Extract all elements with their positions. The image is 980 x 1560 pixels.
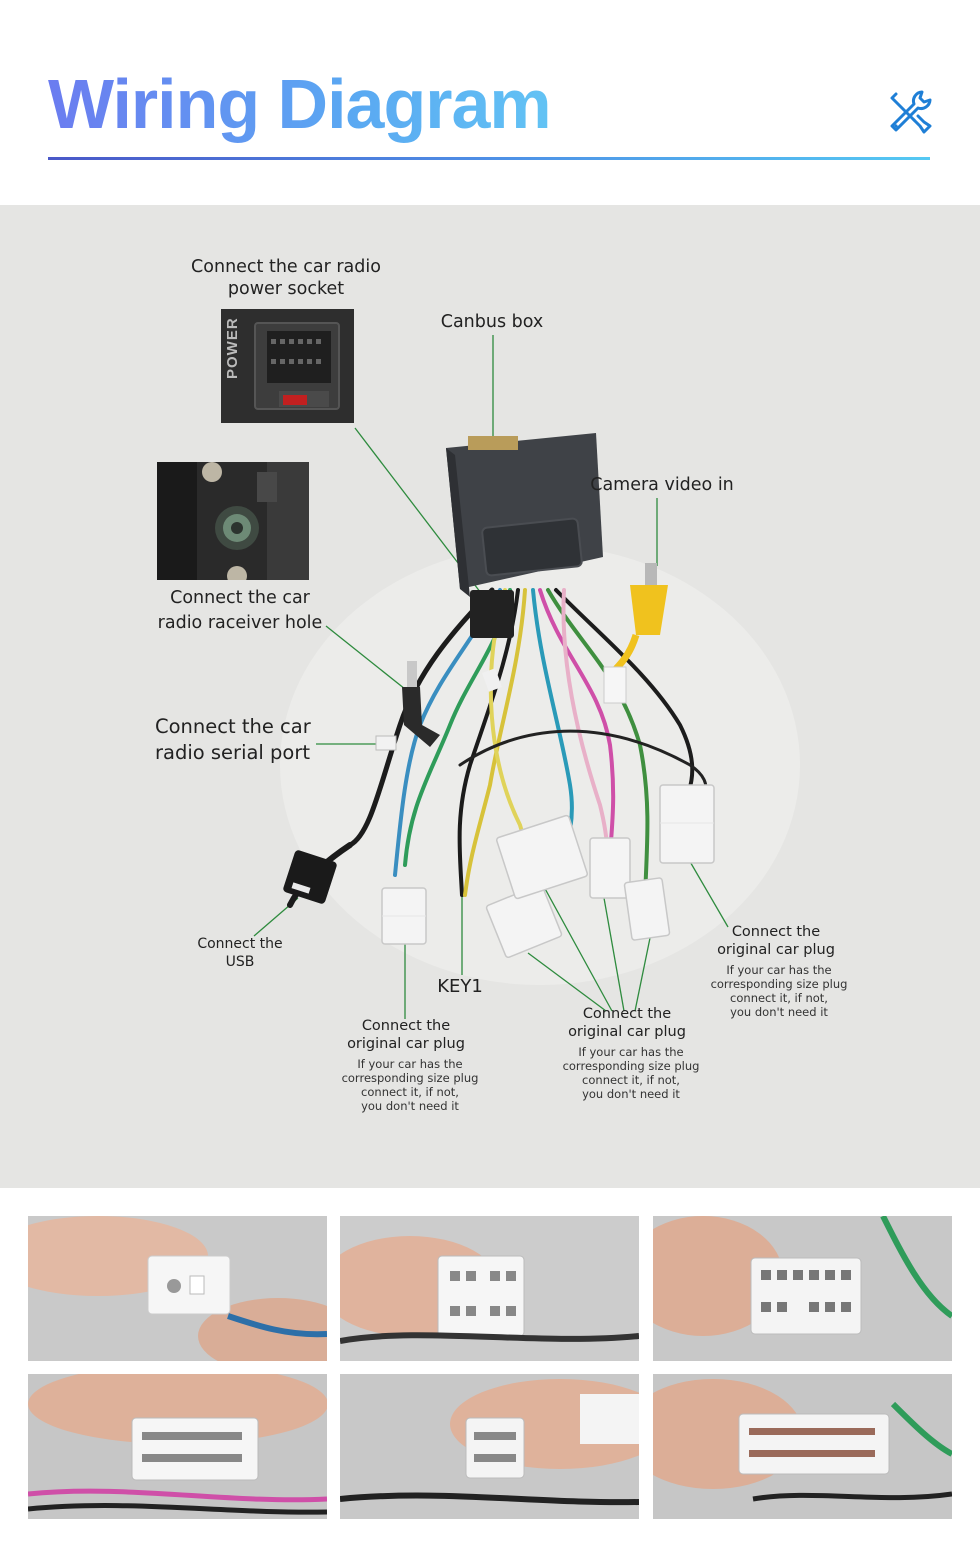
plug-right-note: If your car has the corresponding size p… bbox=[710, 963, 848, 1020]
key1-label: KEY1 bbox=[437, 976, 483, 997]
plug-left-title: Connect the original car plug bbox=[347, 1018, 465, 1053]
small-2-pin-plug-photo bbox=[28, 1216, 327, 1361]
receiver-hole-label: Connect the car radio raceiver hole bbox=[157, 588, 323, 633]
plug-mid-title: Connect the original car plug bbox=[568, 1006, 686, 1041]
plug-right-title: Connect the original car plug bbox=[717, 924, 835, 959]
receiver-hole-photo bbox=[157, 462, 309, 580]
serial-plug-shape bbox=[375, 735, 397, 751]
16-pin-connector-shape bbox=[470, 590, 514, 638]
power-socket-label: Connect the car radio power socket bbox=[191, 257, 381, 299]
tools-icon bbox=[890, 90, 932, 134]
title-underline bbox=[48, 157, 930, 160]
wiring-harness bbox=[253, 335, 800, 1019]
white-plugs bbox=[381, 784, 715, 959]
camera-video-label: Camera video in bbox=[590, 475, 734, 495]
header: Wiring Diagram bbox=[0, 0, 980, 205]
connector-photo-gallery bbox=[0, 1188, 980, 1560]
16-pin-plug-photo bbox=[653, 1216, 952, 1361]
large-24-pin-plug-photo bbox=[653, 1374, 952, 1519]
usb-label: Connect the USB bbox=[197, 936, 283, 970]
antenna-plug-shape bbox=[402, 661, 440, 747]
power-socket-photo: POWER bbox=[221, 309, 354, 423]
wiring-diagram: POWER bbox=[0, 205, 980, 1188]
12-pin-plug-photo bbox=[340, 1216, 639, 1361]
plug-mid-note: If your car has the corresponding size p… bbox=[562, 1045, 700, 1102]
canbus-box-label: Canbus box bbox=[440, 312, 544, 332]
canbus-box-shape bbox=[446, 433, 603, 597]
usb-connector-shape bbox=[283, 850, 337, 904]
large-28-pin-plug-photo bbox=[28, 1374, 327, 1519]
page-title: Wiring Diagram bbox=[48, 62, 552, 146]
10-pin-plug-photo bbox=[340, 1374, 639, 1519]
serial-port-label: Connect the car radio serial port bbox=[155, 715, 311, 765]
plug-left-note: If your car has the corresponding size p… bbox=[341, 1057, 479, 1114]
